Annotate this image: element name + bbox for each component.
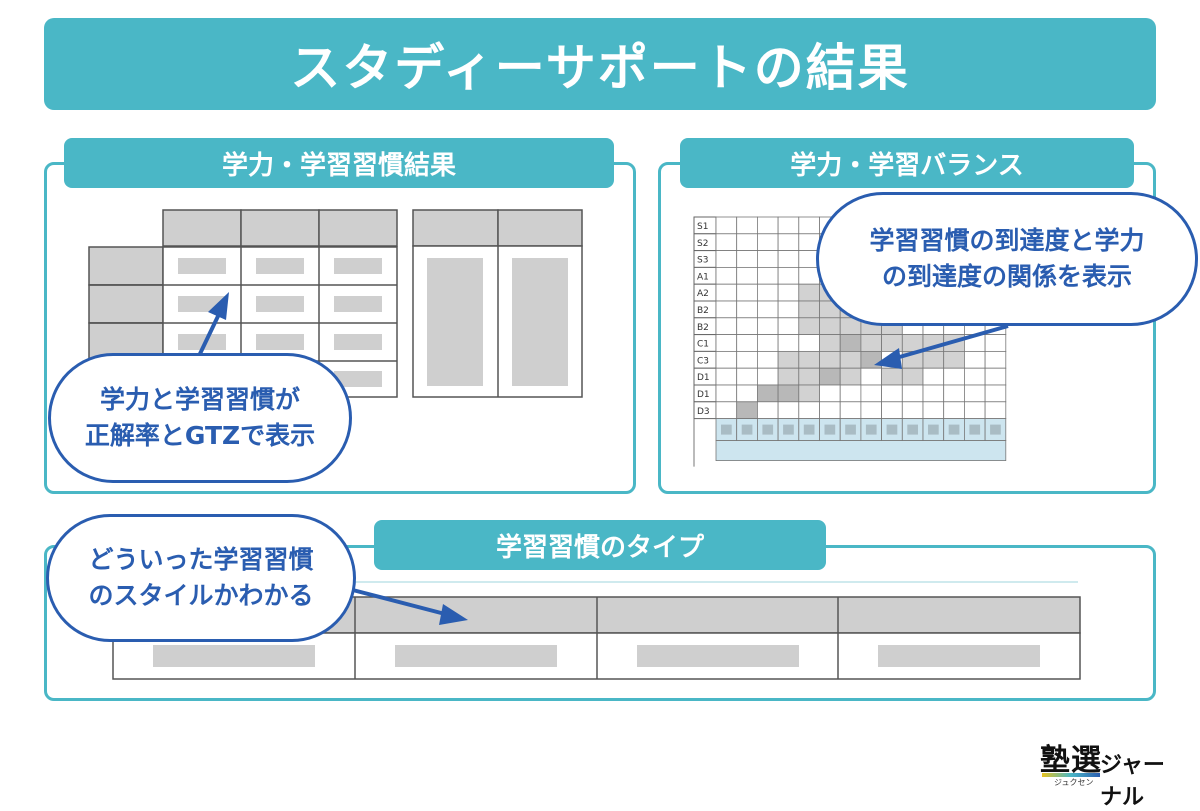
brand-reading: ジュクセン — [1054, 778, 1094, 787]
balance-summary-mark — [845, 424, 856, 435]
title-banner: スタディーサポートの結果 — [44, 18, 1156, 110]
balance-summary-bar — [715, 440, 1007, 462]
balance-tab-label: 学力・学習バランス — [790, 150, 1024, 181]
balance-row-label: D1 — [697, 390, 710, 400]
balance-summary-mark — [928, 424, 939, 435]
habit-type-tab: 学習習慣のタイプ — [374, 520, 826, 570]
balance-summary-mark — [783, 424, 794, 435]
balance-row-label: A2 — [697, 289, 709, 299]
arrow-head — [208, 292, 229, 320]
results-tab-label: 学力・学習習慣結果 — [221, 150, 456, 181]
balance-row-label: S3 — [697, 256, 708, 266]
balance-row-label: C3 — [697, 356, 709, 366]
arrow — [195, 311, 222, 361]
balance-summary-mark — [721, 424, 732, 435]
habit-type-callout: どういった学習習慣 のスタイルかわかる — [46, 514, 356, 642]
table-header-cell — [162, 209, 242, 247]
balance-row-label: D1 — [697, 373, 710, 383]
table-header-cell — [318, 209, 398, 247]
balance-row-label: B2 — [697, 306, 709, 316]
results-tab: 学力・学習習慣結果 — [64, 138, 614, 188]
balance-summary-mark — [969, 424, 981, 435]
results-callout: 学力と学習習慣が 正解率とGTZで表示 — [48, 353, 352, 483]
balance-row-label: C1 — [697, 340, 709, 350]
balance-tab: 学力・学習バランス — [680, 138, 1134, 188]
balance-row-label: D3 — [697, 407, 710, 417]
balance-callout: 学習習慣の到達度と学力 の到達度の関係を表示 — [816, 192, 1198, 326]
balance-row-label: S1 — [697, 222, 708, 232]
balance-summary-mark — [990, 424, 1001, 435]
balance-summary-mark — [948, 424, 960, 435]
arrow — [895, 324, 1009, 360]
balance-summary-mark — [907, 424, 918, 435]
balance-summary-mark — [741, 424, 753, 435]
balance-summary-mark — [762, 424, 774, 435]
balance-summary-mark — [803, 424, 815, 435]
arrow-head — [874, 348, 902, 369]
table-header-cell — [240, 209, 320, 247]
balance-row-label: B2 — [697, 323, 709, 333]
balance-summary-mark — [865, 424, 877, 435]
habit-type-tab-label: 学習習慣のタイプ — [495, 532, 704, 563]
arrow — [344, 586, 446, 616]
page-title: スタディーサポートの結果 — [290, 39, 910, 97]
brand-name: ジャーナル — [1100, 753, 1165, 810]
brand-kanji: 塾選 — [1040, 743, 1102, 778]
balance-summary-mark — [824, 424, 836, 435]
brand-logo: 塾選 ジュクセン ジャーナル — [1040, 735, 1180, 810]
balance-summary-mark — [886, 424, 898, 435]
brand-underline — [1042, 773, 1100, 777]
balance-row-label: A1 — [697, 272, 709, 282]
balance-row-label: S2 — [697, 239, 708, 249]
arrow-head — [439, 604, 468, 625]
